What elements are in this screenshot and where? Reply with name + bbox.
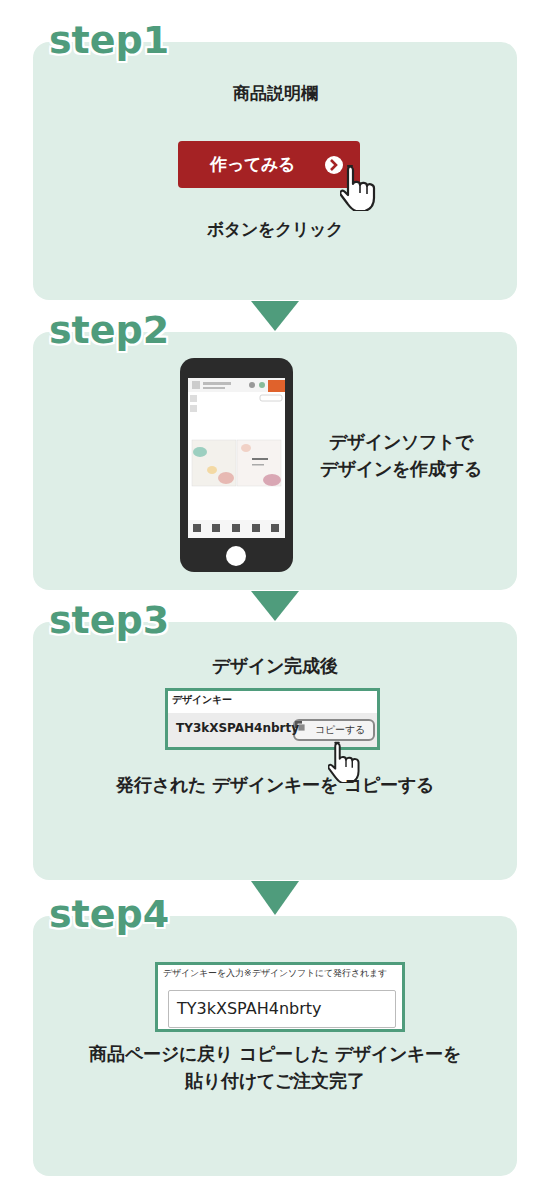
text-slot: step4 — [49, 890, 229, 939]
key-input-group: デザインキーを入力※デザインソフトにて発行されます TY3kXSPAH4nbrty — [155, 962, 405, 1032]
text-slot: デザインソフトで デザインを作成する — [301, 428, 501, 482]
step-instruction: ボタンをクリック — [33, 218, 517, 240]
step-instruction: 発行された デザインキーを コピーする — [33, 772, 517, 798]
step-label: step2 — [49, 306, 229, 355]
text-slot: step2 — [49, 306, 229, 355]
step-instruction: デザインソフトで デザインを作成する — [301, 428, 501, 482]
text-slot: ボタンをクリック — [33, 218, 517, 240]
design-key: TY3kXSPAH4nbrty — [177, 991, 389, 1027]
key-input-field: TY3kXSPAH4nbrty — [168, 990, 396, 1028]
input-label: デザインキーを入力※デザインソフトにて発行されます — [163, 968, 399, 980]
text-slot: TY3kXSPAH4nbrty — [177, 991, 389, 1027]
text-slot: 発行された デザインキーを コピーする — [33, 772, 517, 798]
action-button: 作ってみる — [178, 141, 360, 188]
design-key-box: TY3kXSPAH4nbrty デザインキーコピーする — [165, 688, 380, 750]
text-slot: コピーする — [311, 721, 369, 739]
copy-button: コピーする — [293, 719, 375, 741]
step-heading: デザイン完成後 — [33, 654, 517, 677]
step-panel: 発行された デザインキーを コピーするデザイン完成後step3TY3kXSPAH… — [33, 622, 517, 880]
step-label: step3 — [49, 596, 229, 645]
button-label: コピーする — [311, 721, 369, 739]
text-slot: 作ってみる — [178, 141, 326, 188]
step-panel: 商品ページに戻り コピーした デザインキーを 貼り付けてご注文完了step4デザ… — [33, 916, 517, 1176]
text-slot: デザインキーを入力※デザインソフトにて発行されます — [163, 968, 399, 980]
text-slot: デザイン完成後 — [33, 654, 517, 677]
text-slot: 商品説明欄 — [33, 82, 517, 104]
design-key: TY3kXSPAH4nbrty — [176, 721, 302, 737]
flow-arrow — [251, 881, 299, 915]
step-instruction: 商品ページに戻り コピーした デザインキーを 貼り付けてご注文完了 — [33, 1040, 517, 1094]
step-panel: ボタンをクリック商品説明欄step1作ってみる — [33, 42, 517, 300]
flow-arrow — [251, 591, 299, 621]
box-heading: デザインキー — [172, 693, 292, 706]
text-slot: 商品ページに戻り コピーした デザインキーを 貼り付けてご注文完了 — [33, 1040, 517, 1094]
text-slot: step3 — [49, 596, 229, 645]
text-slot: step1 — [49, 16, 229, 65]
flow-arrow — [251, 301, 299, 331]
text-slot: TY3kXSPAH4nbrty — [176, 721, 302, 737]
step-panel: デザインソフトで デザインを作成するstep2 — [33, 332, 517, 590]
step-heading: 商品説明欄 — [33, 82, 517, 104]
button-label: 作ってみる — [178, 141, 326, 188]
step-label: step4 — [49, 890, 229, 939]
text-slot: デザインキー — [172, 693, 292, 706]
step-label: step1 — [49, 16, 229, 65]
